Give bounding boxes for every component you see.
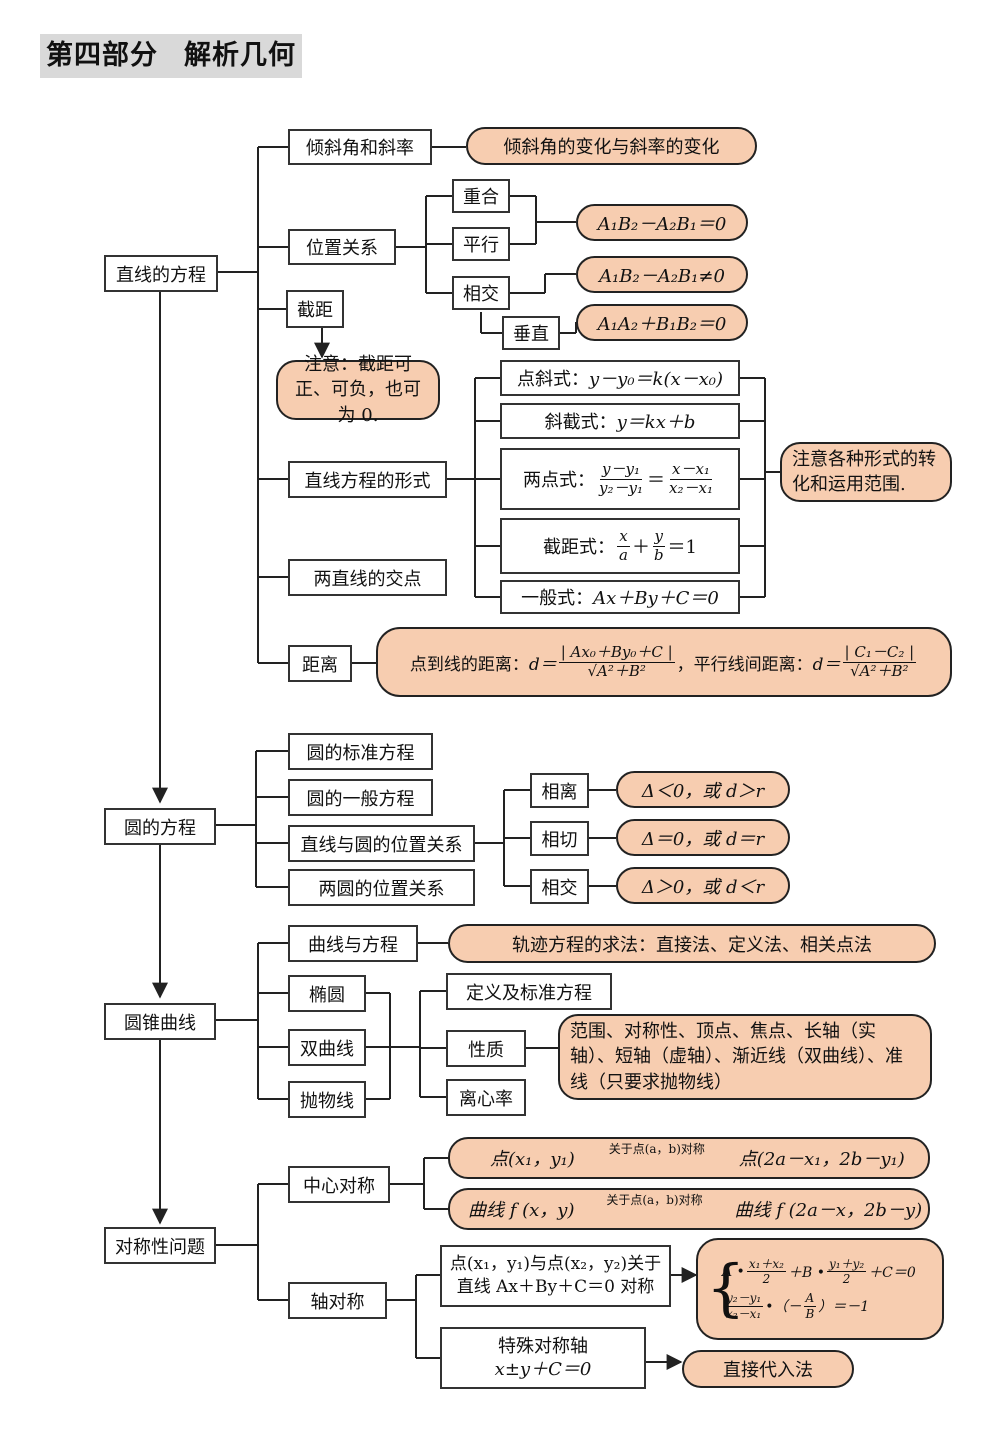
position-box: 位置关系 xyxy=(288,229,396,265)
intersect-condition-circle: Δ＞0，或 d＜r xyxy=(616,867,790,904)
intercept-rhs: ＝1 xyxy=(667,537,697,558)
slope-intercept-label: 斜截式： xyxy=(544,412,617,433)
forms-box: 直线方程的形式 xyxy=(288,461,447,498)
two-circles-box: 两圆的位置关系 xyxy=(288,869,475,906)
distance-box: 距离 xyxy=(288,645,352,682)
point-line-fraction: | Ax₀＋By₀＋C |√A²＋B² xyxy=(558,642,675,680)
curve-sym-to: 曲线 f (2a－x，2b－y) xyxy=(734,1200,923,1221)
circle-intersect-box: 相交 xyxy=(530,869,589,904)
general-form: 一般式：Ax＋By＋C＝0 xyxy=(500,580,740,614)
intersect-box: 相交 xyxy=(452,276,510,310)
point-line-label: 点到线的距离： xyxy=(409,654,529,675)
separate-box: 相离 xyxy=(530,773,589,808)
main-node-conic: 圆锥曲线 xyxy=(104,1003,216,1040)
intercept-box: 截距 xyxy=(286,290,344,328)
axial-symmetry-box: 轴对称 xyxy=(288,1282,387,1319)
point-slope-label: 点斜式： xyxy=(516,369,589,390)
distance-formulas: 点到线的距离： d＝ | Ax₀＋By₀＋C |√A²＋B² ，平行线间距离： … xyxy=(376,627,952,697)
intercept-form-label: 截距式： xyxy=(542,537,615,558)
intercept-note: 注意：截距可正、可负，也可为 0. xyxy=(276,354,440,426)
tangent-condition: Δ＝0，或 d＝r xyxy=(616,819,790,856)
parallel-box: 平行 xyxy=(452,227,510,261)
curve-symmetry-pill: 曲线 f (x，y) 关于点(a，b)对称 曲线 f (2a－x，2b－y) xyxy=(448,1188,930,1230)
hyperbola-box: 双曲线 xyxy=(288,1029,366,1066)
circle-general-box: 圆的一般方程 xyxy=(288,779,433,816)
slope-intercept-eq: y＝kx＋b xyxy=(616,412,696,433)
special-axis-box: 特殊对称轴 x±y＋C＝0 xyxy=(440,1327,646,1389)
line-circle-box: 直线与圆的位置关系 xyxy=(288,825,475,862)
properties-note: 范围、对称性、顶点、焦点、长轴（实轴）、短轴（虚轴）、渐近线（双曲线）、准线（只… xyxy=(558,1014,932,1100)
slope-note: 倾斜角的变化与斜率的变化 xyxy=(466,127,757,165)
point-slope-form: 点斜式：y－y₀＝k(x－x₀) xyxy=(500,360,740,396)
parallel-distance-fraction: | C₁－C₂ |√A²＋B² xyxy=(842,642,917,680)
ellipse-box: 椭圆 xyxy=(288,975,366,1012)
general-form-eq: Ax＋By＋C＝0 xyxy=(593,588,719,609)
separate-condition: Δ＜0，或 d＞r xyxy=(616,771,790,808)
point-symmetry-pill: 点(x₁，y₁) 关于点(a，b)对称 点(2a－x₁，2b－y₁) xyxy=(448,1137,930,1179)
point-sym-from: 点(x₁，y₁) xyxy=(490,1149,575,1170)
main-node-circle: 圆的方程 xyxy=(104,808,216,845)
special-axis-eq: x±y＋C＝0 xyxy=(494,1359,592,1380)
properties-box: 性质 xyxy=(446,1030,526,1067)
curve-sym-arrow-label: 关于点(a，b)对称 xyxy=(606,1192,703,1207)
parallel-condition: A₁B₂－A₂B₁＝0 xyxy=(576,204,748,241)
perpendicular-box: 垂直 xyxy=(502,316,560,350)
parabola-box: 抛物线 xyxy=(288,1081,366,1118)
point-sym-to: 点(2a－x₁，2b－y₁) xyxy=(738,1149,905,1170)
intersection-box: 两直线的交点 xyxy=(288,559,447,596)
forms-note: 注意各种形式的转化和运用范围. xyxy=(780,442,952,502)
tangent-box: 相切 xyxy=(530,821,589,856)
parallel-d: d＝ xyxy=(812,654,841,675)
main-node-line: 直线的方程 xyxy=(104,255,218,292)
axial-points-box: 点(x₁，y₁)与点(x₂，y₂)关于直线 Ax＋By＋C＝0 对称 xyxy=(440,1245,671,1307)
coincide-box: 重合 xyxy=(452,179,510,213)
central-symmetry-box: 中心对称 xyxy=(288,1166,390,1203)
slope-intercept-form: 斜截式：y＝kx＋b xyxy=(500,403,740,439)
direct-substitution-pill: 直接代入法 xyxy=(682,1350,854,1388)
intersect-condition: A₁B₂－A₂B₁≠0 xyxy=(576,256,748,293)
curve-equation-box: 曲线与方程 xyxy=(288,925,418,962)
point-sym-arrow-label: 关于点(a，b)对称 xyxy=(608,1141,705,1156)
perpendicular-condition: A₁A₂＋B₁B₂＝0 xyxy=(576,304,748,341)
trajectory-note: 轨迹方程的求法：直接法、定义法、相关点法 xyxy=(448,924,936,963)
slope-box: 倾斜角和斜率 xyxy=(288,129,432,165)
circle-standard-box: 圆的标准方程 xyxy=(288,733,433,770)
curve-sym-from: 曲线 f (x，y) xyxy=(468,1200,575,1221)
main-node-symmetry: 对称性问题 xyxy=(104,1227,216,1264)
point-slope-eq: y－y₀＝k(x－x₀) xyxy=(588,369,724,390)
point-line-d: d＝ xyxy=(528,654,557,675)
special-axis-label: 特殊对称轴 xyxy=(498,1335,588,1357)
page-title: 第四部分解析几何 xyxy=(40,34,302,78)
definition-box: 定义及标准方程 xyxy=(446,973,612,1010)
parallel-distance-label: ，平行线间距离： xyxy=(676,654,813,675)
system-brace: { xyxy=(706,1251,746,1324)
eccentricity-box: 离心率 xyxy=(446,1079,526,1116)
two-point-label: 两点式： xyxy=(523,470,596,491)
general-form-label: 一般式： xyxy=(521,588,594,609)
